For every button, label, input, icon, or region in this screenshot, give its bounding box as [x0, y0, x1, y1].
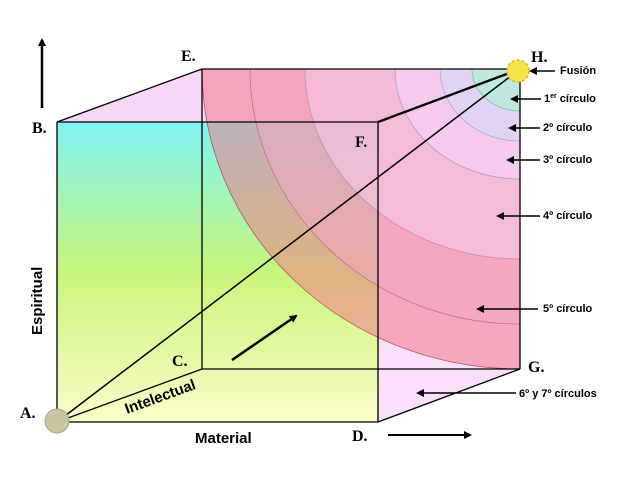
circle-pointer-arrows: [416, 67, 555, 397]
circle-5-label: 5º círculo: [543, 303, 593, 315]
vertex-b-label: B.: [32, 120, 47, 137]
spiritual-axis-label: Espiritual: [29, 267, 46, 335]
circle-2-label: 2º círculo: [543, 122, 593, 134]
vertex-g-label: G.: [528, 359, 544, 376]
circle-3-label: 3º círculo: [543, 154, 593, 166]
circle-6-7-label: 6º y 7º círculos: [519, 388, 597, 400]
fusion-label: Fusión: [560, 65, 596, 77]
vertex-d-label: D.: [352, 428, 368, 445]
depth-axis-arrow: [231, 314, 298, 362]
cube-edges: [56, 67, 521, 423]
circle-1-label: 1er círculo: [544, 93, 596, 105]
material-axis-label: Material: [195, 430, 252, 447]
vertex-h-label: H.: [531, 49, 547, 66]
origin-dot: [44, 408, 70, 434]
vertex-f-label: F.: [355, 134, 367, 151]
circle-4-label: 4º círculo: [543, 210, 593, 222]
vertex-c-label: C.: [172, 353, 188, 370]
circle-shells: [201, 69, 520, 370]
fusion-dot: [506, 59, 530, 83]
vertex-e-label: E.: [181, 48, 196, 65]
vertex-a-label: A.: [20, 405, 36, 422]
